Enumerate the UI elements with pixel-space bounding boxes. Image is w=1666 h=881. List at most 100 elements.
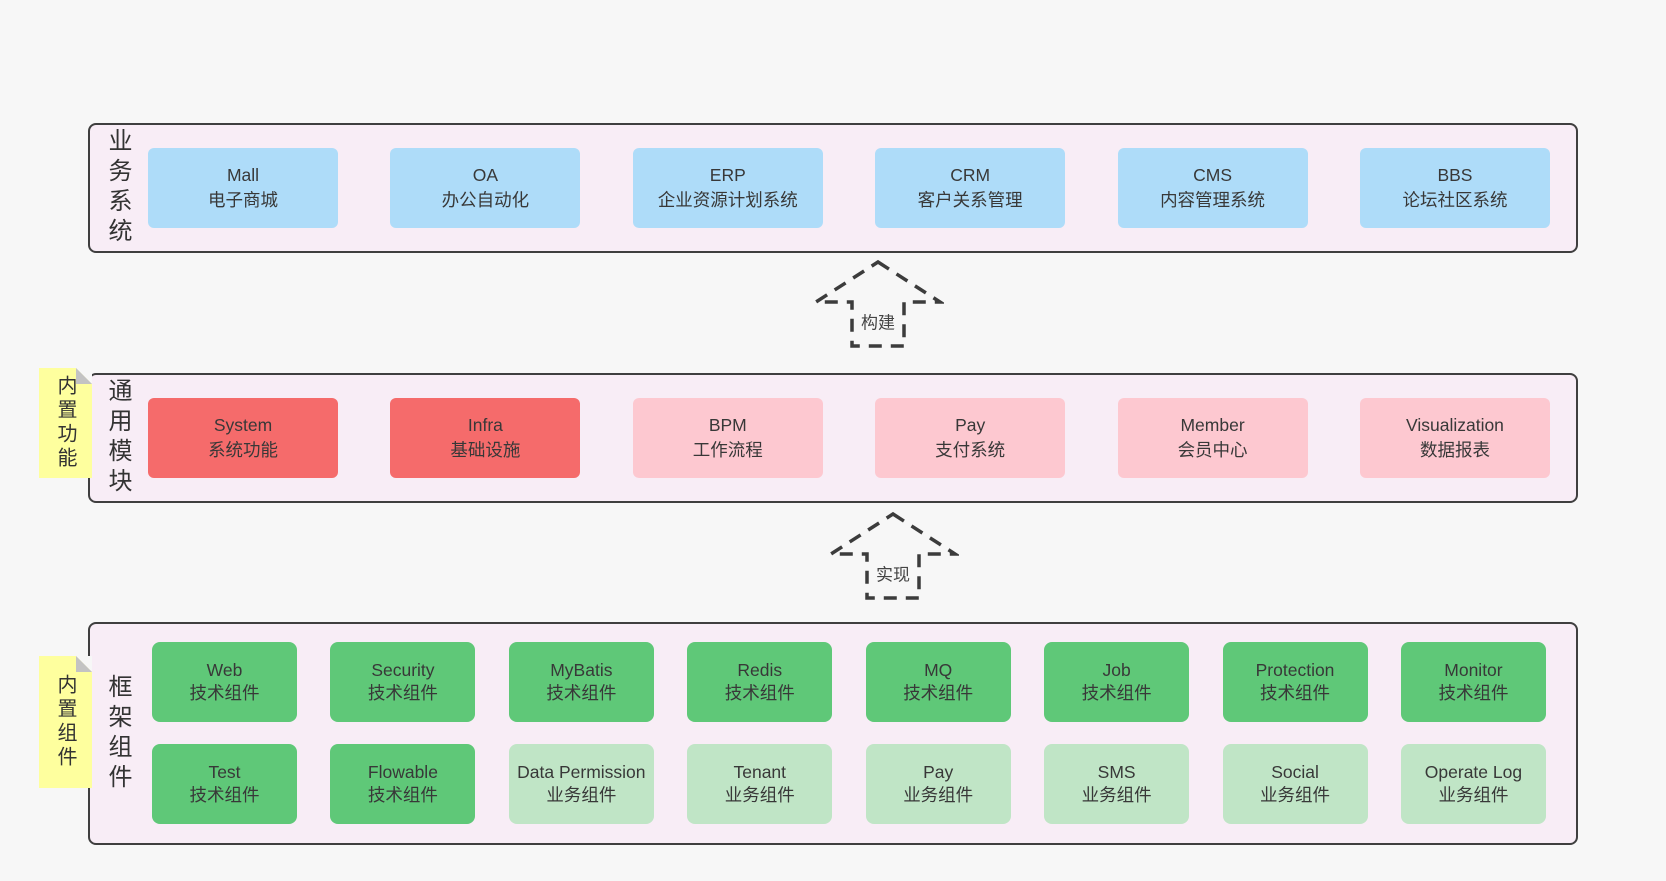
implement-arrow-label: 实现 — [872, 559, 914, 587]
box-title: System — [213, 415, 273, 435]
build-arrow-label: 构建 — [857, 307, 899, 335]
box-social: Social 业务组件 — [1222, 744, 1368, 824]
band-label-business-systems: 业务系统 — [104, 128, 131, 248]
box-data-permission: Data Permission 业务组件 — [508, 744, 654, 824]
box-subtitle: 系统功能 — [208, 440, 278, 460]
box-subtitle: 技术组件 — [546, 683, 617, 703]
dashed-up-arrow-icon — [812, 259, 944, 348]
box-title: Job — [1102, 660, 1131, 680]
box-subtitle: 技术组件 — [903, 683, 974, 703]
box-subtitle: 内容管理系统 — [1160, 190, 1266, 210]
box-title: Flowable — [367, 762, 438, 782]
box-title: BPM — [708, 415, 747, 435]
folded-corner-icon — [76, 368, 92, 384]
box-title: CMS — [1193, 165, 1232, 185]
box-protection: Protection 技术组件 — [1222, 642, 1368, 722]
box-title: Monitor — [1444, 660, 1503, 680]
box-subtitle: 业务组件 — [724, 785, 795, 805]
box-operate-log: Operate Log 业务组件 — [1400, 744, 1546, 824]
box-title: Operate Log — [1424, 762, 1523, 782]
sticky-note-built-in-components: 内置组件 — [39, 656, 92, 788]
box-subtitle: 技术组件 — [1260, 683, 1331, 703]
folded-corner-icon — [76, 656, 92, 672]
box-subtitle: 办公自动化 — [441, 190, 530, 210]
box-flowable: Flowable 技术组件 — [330, 744, 476, 824]
box-title: MyBatis — [550, 660, 613, 680]
box-subtitle: 论坛社区系统 — [1402, 190, 1508, 210]
box-mq: MQ 技术组件 — [865, 642, 1011, 722]
dashed-up-arrow-icon — [827, 511, 959, 600]
box-title: SMS — [1097, 762, 1136, 782]
box-bpm: BPM 工作流程 — [632, 398, 823, 478]
box-web: Web 技术组件 — [152, 642, 297, 722]
common-modules-row: System 系统功能 Infra 基础设施 BPM 工作流程 Pay 支付系统… — [148, 398, 1550, 478]
box-title: Security — [371, 660, 435, 680]
box-subtitle: 业务组件 — [903, 785, 974, 805]
box-redis: Redis 技术组件 — [687, 642, 833, 722]
box-cms: CMS 内容管理系统 — [1117, 148, 1308, 228]
box-pay-biz: Pay 业务组件 — [865, 744, 1011, 824]
box-bbs: BBS 论坛社区系统 — [1359, 148, 1550, 228]
box-subtitle: 会员中心 — [1177, 440, 1248, 460]
framework-components-row-1: Web 技术组件 Security 技术组件 MyBatis 技术组件 Redi… — [152, 642, 1546, 722]
box-crm: CRM 客户关系管理 — [875, 148, 1066, 228]
box-pay: Pay 支付系统 — [875, 398, 1066, 478]
box-oa: OA 办公自动化 — [390, 148, 581, 228]
box-title: Test — [208, 762, 241, 782]
box-subtitle: 技术组件 — [367, 785, 438, 805]
box-subtitle: 业务组件 — [1438, 785, 1509, 805]
box-subtitle: 企业资源计划系统 — [657, 190, 798, 210]
band-label-common-modules: 通用模块 — [104, 378, 131, 498]
box-subtitle: 业务组件 — [1260, 785, 1331, 805]
box-infra: Infra 基础设施 — [390, 398, 581, 478]
box-title: Social — [1271, 762, 1319, 782]
box-security: Security 技术组件 — [330, 642, 476, 722]
box-subtitle: 支付系统 — [935, 440, 1006, 460]
box-sms: SMS 业务组件 — [1044, 744, 1190, 824]
box-system: System 系统功能 — [148, 398, 338, 478]
box-erp: ERP 企业资源计划系统 — [632, 148, 823, 228]
box-job: Job 技术组件 — [1044, 642, 1190, 722]
build-arrow: 构建 — [812, 258, 944, 350]
box-subtitle: 技术组件 — [1438, 683, 1509, 703]
box-title: Data Permission — [517, 762, 646, 782]
box-test: Test 技术组件 — [152, 744, 297, 824]
box-title: CRM — [950, 165, 991, 185]
sticky-note-built-in-features: 内置功能 — [39, 368, 92, 478]
box-title: Visualization — [1405, 415, 1504, 435]
box-title: ERP — [709, 165, 746, 185]
box-title: Redis — [737, 660, 783, 680]
box-mall: Mall 电子商城 — [148, 148, 338, 228]
box-subtitle: 技术组件 — [724, 683, 795, 703]
box-subtitle: 客户关系管理 — [917, 190, 1023, 210]
box-member: Member 会员中心 — [1117, 398, 1308, 478]
box-title: Pay — [955, 415, 986, 435]
box-title: OA — [472, 165, 499, 185]
band-business-systems: 业务系统 Mall 电子商城 OA 办公自动化 ERP 企业资源计划系统 CRM… — [88, 123, 1578, 253]
box-subtitle: 电子商城 — [208, 190, 278, 210]
box-subtitle: 技术组件 — [1081, 683, 1152, 703]
box-mybatis: MyBatis 技术组件 — [508, 642, 654, 722]
box-monitor: Monitor 技术组件 — [1400, 642, 1546, 722]
band-framework-components: 框架组件 Web 技术组件 Security 技术组件 MyBatis 技术组件… — [88, 622, 1578, 845]
box-subtitle: 业务组件 — [546, 785, 617, 805]
band-label-framework-components: 框架组件 — [104, 673, 131, 794]
band-common-modules: 通用模块 System 系统功能 Infra 基础设施 BPM 工作流程 Pay… — [88, 373, 1578, 503]
box-visualization: Visualization 数据报表 — [1359, 398, 1550, 478]
sticky-note-label: 内置组件 — [54, 674, 76, 770]
framework-components-row-2: Test 技术组件 Flowable 技术组件 Data Permission … — [152, 744, 1546, 824]
box-title: Protection — [1255, 660, 1335, 680]
box-title: Pay — [923, 762, 954, 782]
sticky-note-label: 内置功能 — [54, 375, 76, 471]
box-subtitle: 基础设施 — [450, 440, 521, 460]
box-title: Web — [206, 660, 243, 680]
box-tenant: Tenant 业务组件 — [687, 744, 833, 824]
box-subtitle: 技术组件 — [189, 683, 260, 703]
box-subtitle: 技术组件 — [367, 683, 438, 703]
box-subtitle: 业务组件 — [1081, 785, 1152, 805]
box-subtitle: 技术组件 — [189, 785, 260, 805]
box-title: Member — [1180, 415, 1245, 435]
box-subtitle: 工作流程 — [692, 440, 763, 460]
box-title: Mall — [226, 165, 260, 185]
